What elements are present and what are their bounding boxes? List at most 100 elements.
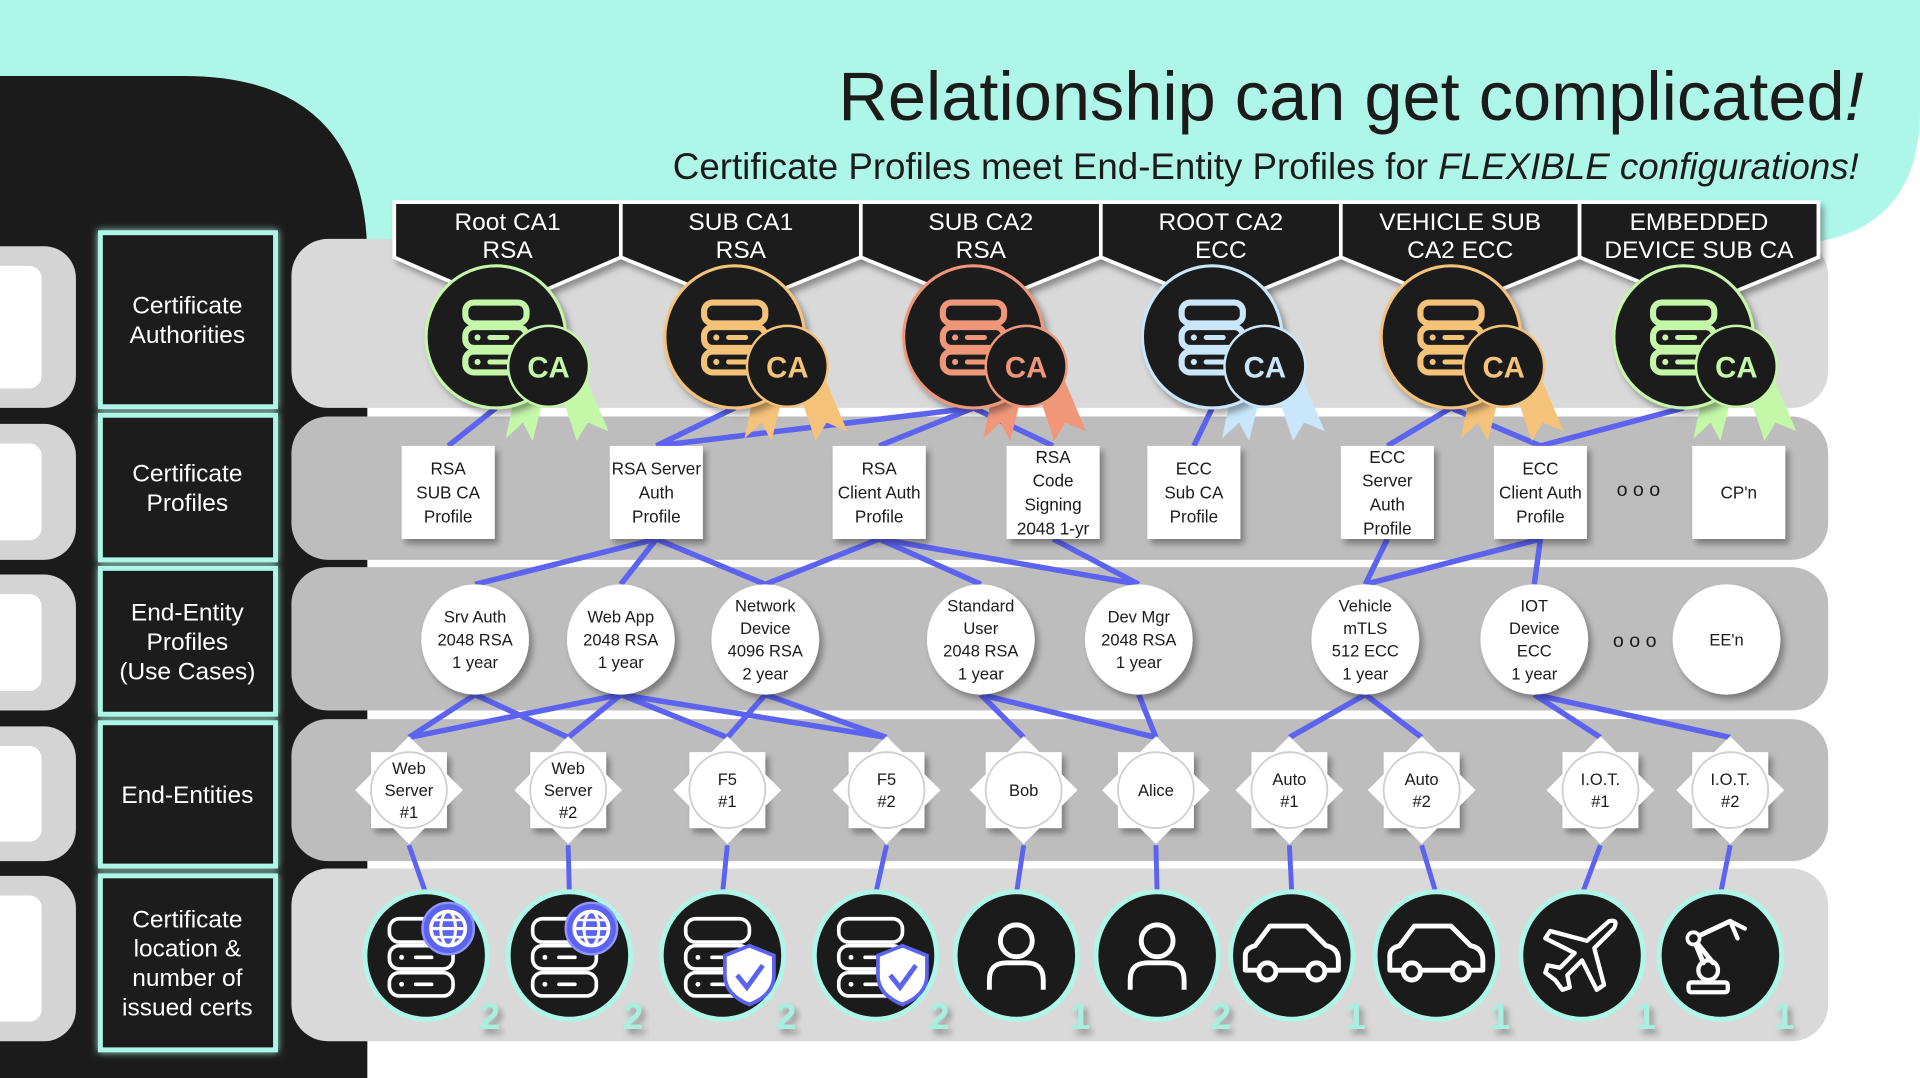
- node-label: RSA: [482, 237, 533, 264]
- node-label: CP'n: [1720, 483, 1757, 503]
- link-webapp-ws2: [566, 692, 623, 740]
- ee-profile-een[interactable]: EE'n: [1672, 584, 1781, 695]
- ee-profile-ellipse: [1480, 584, 1589, 695]
- link-location: [1718, 844, 1733, 895]
- robot-arm-icon: [1656, 889, 1785, 1022]
- node-label: IOT: [1521, 596, 1549, 615]
- link-rsasrv-netdev: [655, 536, 767, 587]
- cert-profile-cpn[interactable]: CP'n: [1692, 445, 1786, 539]
- ca-banner: [618, 200, 863, 309]
- link-location: [1013, 844, 1027, 895]
- ee-profile-ellipse: [1084, 584, 1193, 695]
- ca-badge-text: CA: [527, 351, 569, 384]
- ee-profile-ellipse: [1311, 584, 1420, 695]
- node-label: Server: [544, 781, 593, 800]
- node-label: 2048 1-yr: [1017, 518, 1090, 538]
- link-location: [1419, 844, 1439, 895]
- node-label: RSA: [431, 459, 467, 479]
- ee-shape: [1250, 751, 1329, 830]
- node-label: Web: [392, 759, 426, 778]
- link-vehsubca2-eccsrv: [1385, 405, 1453, 449]
- row-label-box: [97, 230, 278, 410]
- ee-profile-ellipse: [421, 584, 529, 695]
- node-label: 1 year: [1116, 653, 1162, 672]
- ee-shape: [984, 751, 1063, 830]
- title-block: Relationship can get complicated! Certif…: [673, 58, 1864, 187]
- ee-shape: [688, 751, 767, 830]
- link-location: [873, 844, 889, 895]
- end-entity-f52[interactable]: F5#2: [832, 736, 941, 845]
- link-eccsrv-vehmtls: [1362, 537, 1390, 586]
- location-circle: [1656, 889, 1785, 1022]
- link-vehmtls-auto2: [1363, 692, 1424, 740]
- node-label: SUB CA: [416, 483, 480, 503]
- node-label: ECC: [1195, 237, 1247, 264]
- link-webapp-ws1: [408, 691, 622, 741]
- node-label: Srv Auth: [444, 608, 506, 627]
- end-entity-auto1[interactable]: Auto#1: [1235, 736, 1344, 845]
- ee-shape: [1691, 751, 1770, 830]
- link-iotdev-iot1: [1532, 692, 1602, 740]
- profile-box: [1147, 445, 1241, 539]
- node-label: Server: [385, 781, 434, 800]
- link-webapp-f52: [620, 691, 887, 741]
- node-label: ECC: [1522, 459, 1558, 479]
- link-vehmtls-auto1: [1288, 692, 1367, 740]
- end-entity-f51[interactable]: F5#1: [673, 736, 782, 845]
- end-entity-iot2[interactable]: I.O.T.#2: [1676, 736, 1785, 845]
- node-label: #2: [1412, 792, 1430, 811]
- row-label-text: Certificate: [132, 460, 242, 487]
- ee-profile-ellipse: [1672, 584, 1781, 695]
- row-label-box: [97, 720, 278, 869]
- relationship-links: [406, 405, 1733, 896]
- cert-count: 2: [776, 996, 796, 1037]
- row-tab-inner: [0, 594, 42, 691]
- node-label: RSA: [1035, 447, 1071, 467]
- end-entity-bob[interactable]: Bob: [969, 736, 1078, 845]
- profile-box: [1692, 445, 1786, 539]
- node-label: SUB CA1: [688, 209, 793, 236]
- server-slot: [701, 299, 769, 327]
- profile-box: [1006, 445, 1100, 539]
- profile-box: [609, 445, 703, 539]
- server-slot: [462, 299, 530, 327]
- node-label: Profile: [855, 507, 904, 527]
- server-slot: [939, 299, 1008, 327]
- end-entity-iot1[interactable]: I.O.T.#1: [1546, 736, 1655, 845]
- end-entity-auto2[interactable]: Auto#2: [1367, 736, 1476, 845]
- node-label: DEVICE SUB CA: [1604, 237, 1794, 264]
- ca-banner: [858, 200, 1103, 309]
- node-label: RSA: [956, 237, 1007, 264]
- row-label-box: [97, 412, 278, 563]
- node-label: Profile: [632, 507, 681, 527]
- cert-count: 1: [1345, 996, 1365, 1037]
- link-rsasrv-srvauth: [474, 536, 657, 587]
- ca-badge-text: CA: [1715, 351, 1757, 384]
- end-entity-alice[interactable]: Alice: [1102, 736, 1210, 845]
- server-shield-icon: [658, 889, 787, 1022]
